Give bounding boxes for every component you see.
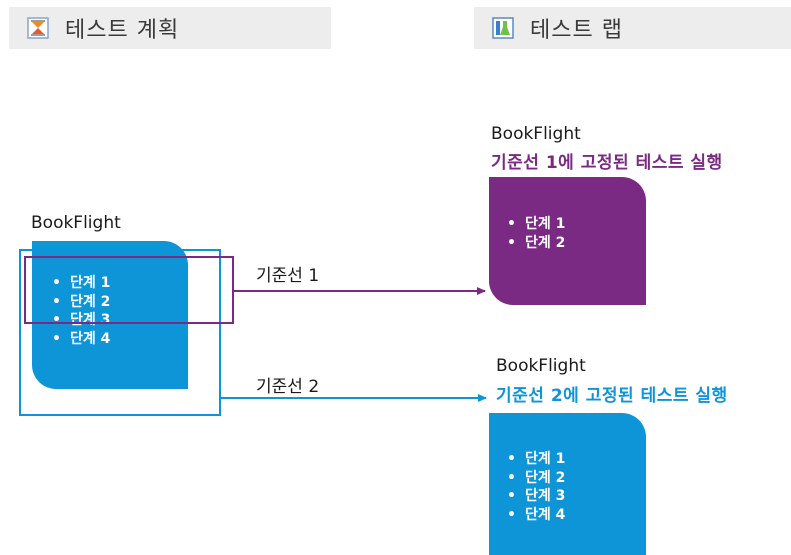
list-item: 단계 1 [52, 274, 188, 293]
list-item: 단계 4 [52, 330, 188, 349]
list-item: 단계 3 [507, 487, 646, 506]
target-1-subtitle: 기준선 1에 고정된 테스트 실행 [491, 153, 723, 173]
baseline-1-selection-box [24, 256, 234, 324]
target-1-card: 단계 1 단계 2 [489, 177, 646, 305]
target-2-subtitle: 기준선 2에 고정된 테스트 실행 [496, 386, 728, 406]
list-item: 단계 2 [507, 469, 646, 488]
list-item: 단계 4 [507, 506, 646, 525]
list-item: 단계 2 [507, 234, 646, 253]
test-plan-icon [27, 17, 49, 39]
source-card: 단계 1 단계 2 단계 3 단계 4 [32, 241, 188, 389]
baseline-2-label: 기준선 2 [256, 377, 320, 397]
test-lab-header: 테스트 랩 [474, 7, 791, 49]
baseline-2-selection-box [19, 249, 221, 416]
target-1-step-list: 단계 1 단계 2 [489, 177, 646, 252]
list-item: 단계 1 [507, 450, 646, 469]
target-2-step-list: 단계 1 단계 2 단계 3 단계 4 [489, 413, 646, 524]
target-2-card: 단계 1 단계 2 단계 3 단계 4 [489, 413, 646, 555]
test-lab-icon [492, 17, 514, 39]
test-plan-label: 테스트 계획 [65, 18, 180, 43]
target-1-title: BookFlight [491, 124, 581, 144]
list-item: 단계 2 [52, 293, 188, 312]
target-2-title: BookFlight [496, 356, 586, 376]
baseline-1-label: 기준선 1 [256, 266, 320, 286]
list-item: 단계 1 [507, 215, 646, 234]
test-lab-label: 테스트 랩 [530, 18, 623, 43]
test-plan-header: 테스트 계획 [9, 7, 331, 49]
source-title: BookFlight [31, 213, 121, 233]
